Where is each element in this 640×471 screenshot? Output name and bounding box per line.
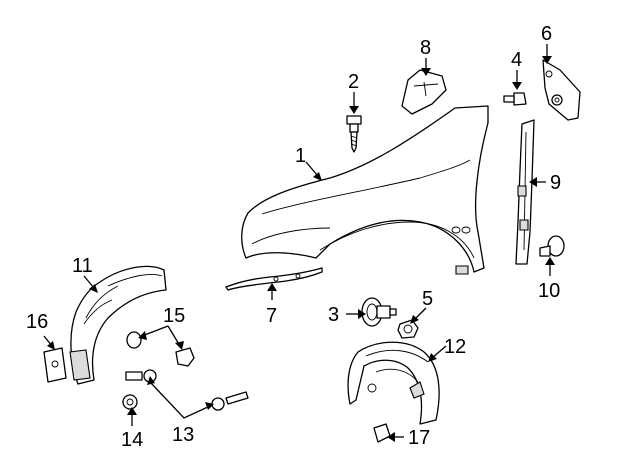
callout-7: 7 bbox=[266, 305, 277, 327]
bracket-part-8 bbox=[401, 69, 447, 115]
fender-part-1 bbox=[241, 105, 489, 275]
callout-16: 16 bbox=[26, 311, 48, 333]
stud-part-3 bbox=[361, 297, 397, 327]
callout-17: 17 bbox=[408, 427, 430, 449]
liner-part-12 bbox=[347, 341, 440, 425]
bolt-part-2 bbox=[346, 115, 362, 153]
bracket-part-6 bbox=[542, 59, 581, 121]
bolt-part-4 bbox=[503, 92, 527, 106]
callout-15: 15 bbox=[163, 305, 185, 327]
callout-11: 11 bbox=[72, 255, 93, 277]
callout-13: 13 bbox=[172, 424, 194, 446]
callout-4: 4 bbox=[511, 49, 522, 71]
molding-part-7 bbox=[225, 267, 323, 291]
leader-lines bbox=[43, 44, 555, 442]
callout-12: 12 bbox=[444, 336, 466, 358]
callout-3: 3 bbox=[328, 304, 339, 326]
callout-labels: 1 2 3 4 5 6 7 8 9 10 11 12 13 14 15 16 1… bbox=[26, 23, 561, 451]
clip-part-17 bbox=[373, 423, 391, 443]
callout-5: 5 bbox=[422, 288, 433, 310]
clip-part-15b bbox=[175, 347, 195, 367]
callout-9: 9 bbox=[550, 172, 561, 194]
liner-part-11 bbox=[69, 265, 167, 385]
callout-8: 8 bbox=[420, 37, 431, 59]
callout-14: 14 bbox=[121, 429, 143, 451]
callout-10: 10 bbox=[538, 280, 560, 302]
bracket-part-16 bbox=[43, 347, 67, 383]
clip-part-15a bbox=[126, 331, 142, 349]
screw-part-13b bbox=[211, 391, 249, 411]
callout-2: 2 bbox=[348, 71, 359, 93]
nut-part-5 bbox=[397, 319, 419, 339]
callout-1: 1 bbox=[295, 145, 306, 167]
screw-part-14 bbox=[122, 394, 138, 410]
callout-6: 6 bbox=[541, 23, 552, 45]
seal-part-9 bbox=[515, 119, 535, 265]
clip-part-10 bbox=[539, 235, 565, 257]
